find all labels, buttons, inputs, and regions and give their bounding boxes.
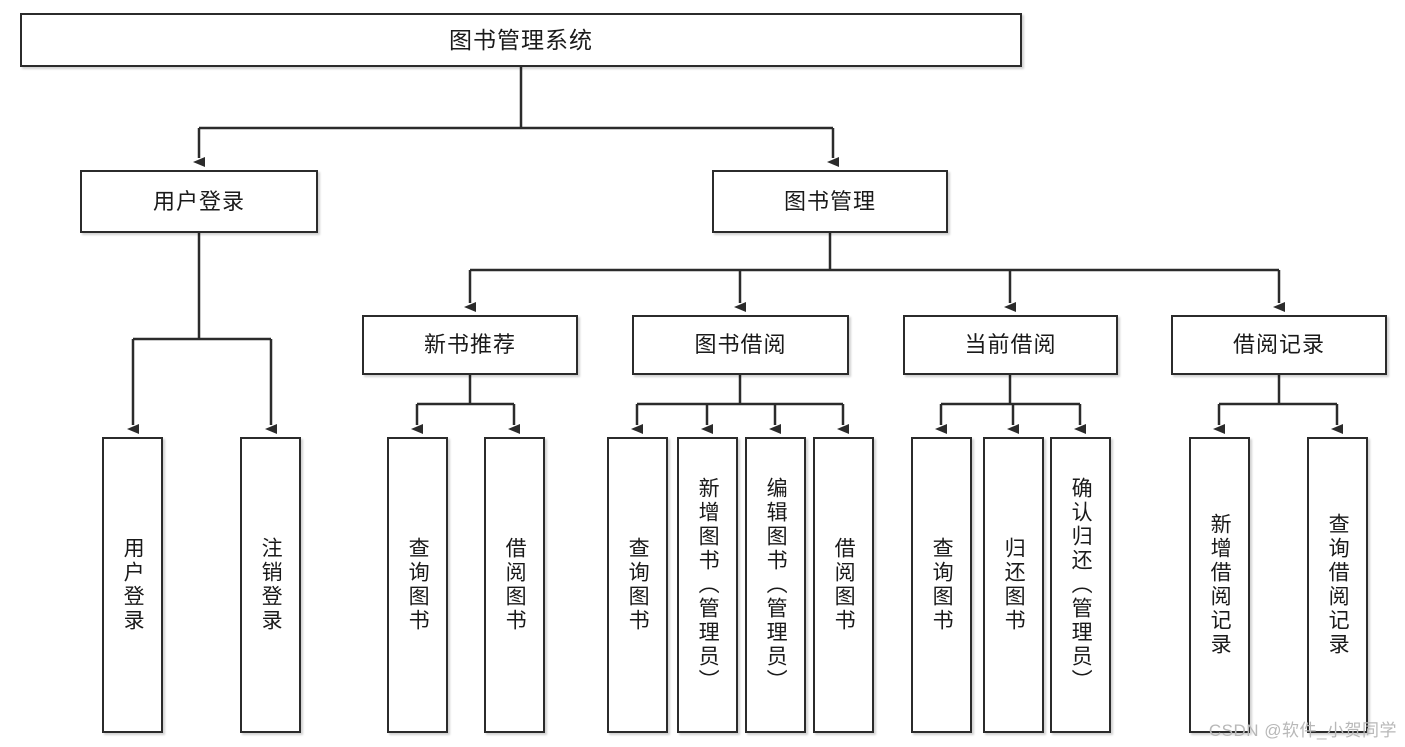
node-leaf-query-record-label: 查询借阅记录 bbox=[1326, 513, 1350, 657]
node-user-login-label: 用户登录 bbox=[152, 188, 245, 214]
node-leaf-add-record-label: 新增借阅记录 bbox=[1208, 513, 1232, 657]
node-leaf-confirm-return-label: 确认归还（管理员） bbox=[1069, 477, 1093, 693]
node-book-borrow-label: 图书借阅 bbox=[694, 332, 787, 358]
node-leaf-query-book-3-label: 查询图书 bbox=[930, 537, 954, 633]
node-leaf-add-record[interactable]: 新增借阅记录 bbox=[1189, 437, 1250, 733]
node-book-manage-label: 图书管理 bbox=[783, 188, 876, 214]
node-leaf-query-book-3[interactable]: 查询图书 bbox=[911, 437, 972, 733]
node-leaf-user-login[interactable]: 用户登录 bbox=[102, 437, 163, 733]
node-leaf-add-book-label: 新增图书（管理员） bbox=[696, 477, 720, 693]
node-borrow-record[interactable]: 借阅记录 bbox=[1171, 315, 1387, 375]
node-leaf-logout[interactable]: 注销登录 bbox=[240, 437, 301, 733]
node-root[interactable]: 图书管理系统 bbox=[20, 13, 1022, 67]
node-current-borrow-label: 当前借阅 bbox=[964, 332, 1057, 358]
node-leaf-edit-book[interactable]: 编辑图书（管理员） bbox=[745, 437, 806, 733]
node-leaf-edit-book-label: 编辑图书（管理员） bbox=[764, 477, 788, 693]
node-root-label: 图书管理系统 bbox=[449, 26, 593, 53]
node-leaf-return-book-label: 归还图书 bbox=[1002, 537, 1026, 633]
node-leaf-add-book[interactable]: 新增图书（管理员） bbox=[677, 437, 738, 733]
node-leaf-query-book-1[interactable]: 查询图书 bbox=[387, 437, 448, 733]
node-leaf-logout-label: 注销登录 bbox=[259, 537, 283, 633]
node-leaf-borrow-book-1-label: 借阅图书 bbox=[503, 537, 527, 633]
node-new-book-rec-label: 新书推荐 bbox=[423, 332, 516, 358]
node-leaf-borrow-book-1[interactable]: 借阅图书 bbox=[484, 437, 545, 733]
node-leaf-user-login-label: 用户登录 bbox=[121, 537, 145, 633]
node-borrow-record-label: 借阅记录 bbox=[1232, 332, 1325, 358]
watermark-text: CSDN @软件_小贺同学 bbox=[1208, 721, 1397, 740]
node-user-login[interactable]: 用户登录 bbox=[80, 170, 318, 233]
node-leaf-query-book-1-label: 查询图书 bbox=[406, 537, 430, 633]
node-book-manage[interactable]: 图书管理 bbox=[712, 170, 948, 233]
node-leaf-borrow-book-2[interactable]: 借阅图书 bbox=[813, 437, 874, 733]
node-leaf-query-book-2-label: 查询图书 bbox=[626, 537, 650, 633]
node-leaf-borrow-book-2-label: 借阅图书 bbox=[832, 537, 856, 633]
node-leaf-confirm-return[interactable]: 确认归还（管理员） bbox=[1050, 437, 1111, 733]
node-current-borrow[interactable]: 当前借阅 bbox=[903, 315, 1118, 375]
node-new-book-rec[interactable]: 新书推荐 bbox=[362, 315, 578, 375]
node-leaf-return-book[interactable]: 归还图书 bbox=[983, 437, 1044, 733]
node-book-borrow[interactable]: 图书借阅 bbox=[632, 315, 849, 375]
node-leaf-query-record[interactable]: 查询借阅记录 bbox=[1307, 437, 1368, 733]
node-leaf-query-book-2[interactable]: 查询图书 bbox=[607, 437, 668, 733]
